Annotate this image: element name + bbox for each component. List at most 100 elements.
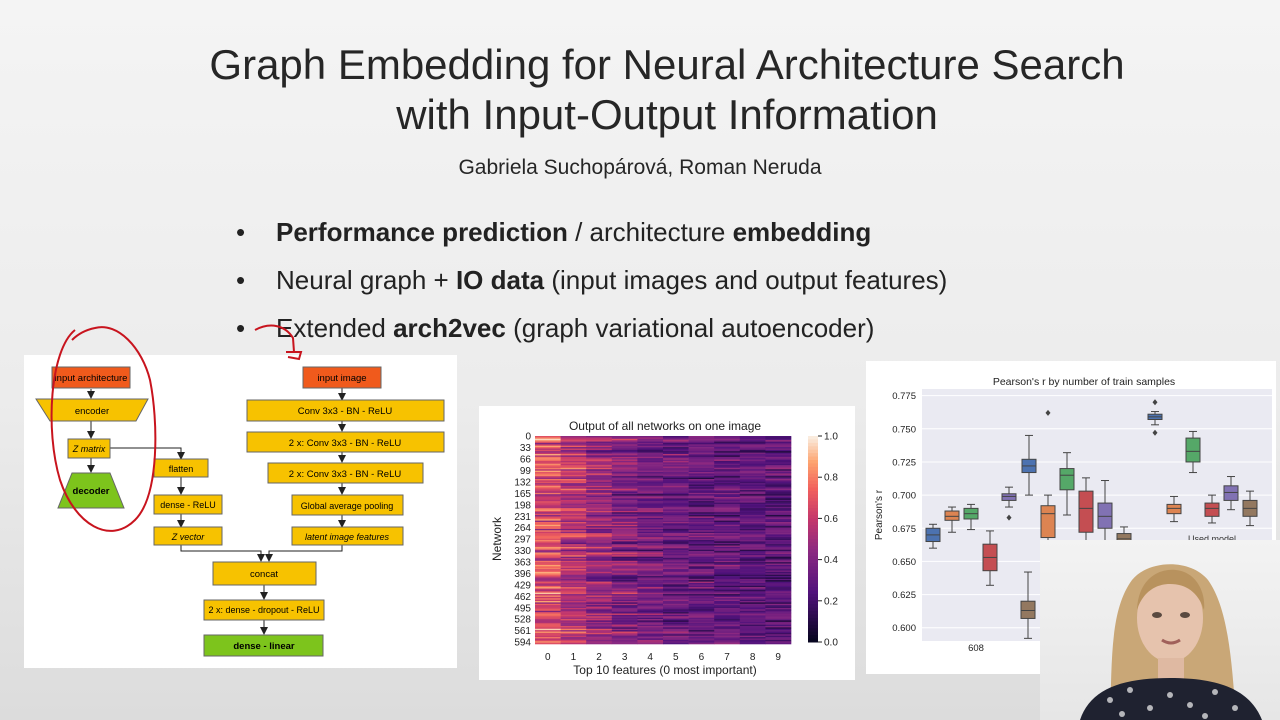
heatmap-cell <box>714 477 741 480</box>
heatmap-cell <box>739 621 766 624</box>
heatmap-cell <box>765 520 792 523</box>
heatmap-cell <box>637 638 664 641</box>
heatmap-cell <box>714 495 741 498</box>
heatmap-cell <box>611 584 638 587</box>
heatmap-cell <box>663 462 689 465</box>
heatmap-cell <box>663 542 689 545</box>
heatmap-cell <box>535 542 561 545</box>
heatmap-cell <box>663 451 689 453</box>
heatmap-cell <box>714 469 741 471</box>
heatmap-cell <box>765 492 792 495</box>
heatmap-cell <box>637 609 664 612</box>
heatmap-cell <box>535 515 561 517</box>
heatmap-cell <box>611 540 638 542</box>
heatmap-cell <box>535 440 561 442</box>
heatmap-cell <box>586 451 613 453</box>
heatmap-cell <box>586 627 613 630</box>
heatmap-cell <box>663 469 689 471</box>
heatmap-cell <box>688 551 715 553</box>
heatmap-cell <box>739 537 766 539</box>
heatmap-cell <box>739 607 766 610</box>
heatmap-cell <box>765 480 792 483</box>
heatmap-cell <box>663 460 689 463</box>
heatmap-cell <box>611 491 638 494</box>
heatmap-title: Output of all networks on one image <box>569 419 761 433</box>
heatmap-cell <box>663 558 689 560</box>
heatmap-x-tick: 0 <box>545 652 551 663</box>
heatmap-cell <box>611 497 638 499</box>
heatmap-cell <box>739 573 766 575</box>
heatmap-cell <box>688 519 715 521</box>
heatmap-cell <box>611 639 638 642</box>
heatmap-cell <box>637 535 664 538</box>
heatmap-cell <box>560 517 587 520</box>
heatmap-cell <box>611 576 638 578</box>
heatmap-cell <box>765 587 792 589</box>
heatmap-cell <box>611 478 638 481</box>
heatmap-cell <box>663 610 689 613</box>
colorbar-segment <box>808 480 818 485</box>
heatmap-cell <box>637 441 664 444</box>
heatmap-cell <box>611 602 638 605</box>
heatmap-cell <box>637 485 664 488</box>
flatten-label: flatten <box>169 464 194 474</box>
heatmap-cell <box>586 512 613 514</box>
heatmap-x-tick: 8 <box>750 652 756 663</box>
heatmap-cell <box>714 440 741 442</box>
heatmap-cell <box>688 581 715 584</box>
heatmap-cell <box>560 488 587 491</box>
heatmap-cell <box>637 602 664 605</box>
heatmap-cell <box>611 512 638 514</box>
heatmap-cell <box>765 442 792 445</box>
heatmap-cell <box>586 616 613 618</box>
heatmap-cell <box>765 591 792 593</box>
heatmap-cell <box>560 481 587 484</box>
heatmap-cell <box>586 473 613 476</box>
heatmap-cell <box>714 584 741 587</box>
heatmap-cell <box>535 552 561 555</box>
heatmap-cell <box>637 437 664 440</box>
heatmap-cell <box>560 607 587 610</box>
heatmap-cell <box>663 576 689 578</box>
heatmap-cell <box>688 452 715 455</box>
heatmap-cell <box>560 603 587 606</box>
heatmap-cell <box>714 642 741 645</box>
heatmap-cell <box>739 620 766 623</box>
heatmap-cell <box>714 630 741 632</box>
heatmap-cell <box>739 520 766 523</box>
heatmap-cell <box>611 571 638 574</box>
heatmap-cell <box>765 472 792 474</box>
heatmap-cell <box>560 478 587 481</box>
heatmap-cell <box>560 506 587 509</box>
heatmap-cell <box>765 456 792 459</box>
heatmap-cell <box>586 598 613 600</box>
heatmap-cell <box>535 517 561 520</box>
heatmap-cell <box>663 530 689 532</box>
boxplot-y-tick: 0.775 <box>892 391 916 402</box>
heatmap-cell <box>714 455 741 458</box>
heatmap-cell <box>765 517 792 520</box>
heatmap-cell <box>535 582 561 585</box>
heatmap-cell <box>586 490 613 492</box>
heatmap-cell <box>586 610 613 613</box>
heatmap-cell <box>714 602 741 605</box>
heatmap-cell <box>739 545 766 548</box>
heatmap-cell <box>535 624 561 627</box>
heatmap-cell <box>535 605 561 607</box>
heatmap-cell <box>688 642 715 645</box>
heatmap-cell <box>765 610 792 613</box>
heatmap-cell <box>765 466 792 469</box>
heatmap-cell <box>637 481 664 484</box>
heatmap-cell <box>637 487 664 489</box>
heatmap-cell <box>663 519 689 521</box>
heatmap-cell <box>663 627 689 630</box>
heatmap-cell <box>586 623 613 625</box>
heatmap-cell <box>586 609 613 612</box>
heatmap-cell <box>535 621 561 624</box>
conv2-box <box>246 431 445 453</box>
heatmap-cell <box>714 555 741 557</box>
heatmap-cell <box>560 598 587 600</box>
heatmap-cell <box>560 628 587 631</box>
heatmap-cell <box>611 564 638 567</box>
heatmap-cell <box>688 462 715 465</box>
